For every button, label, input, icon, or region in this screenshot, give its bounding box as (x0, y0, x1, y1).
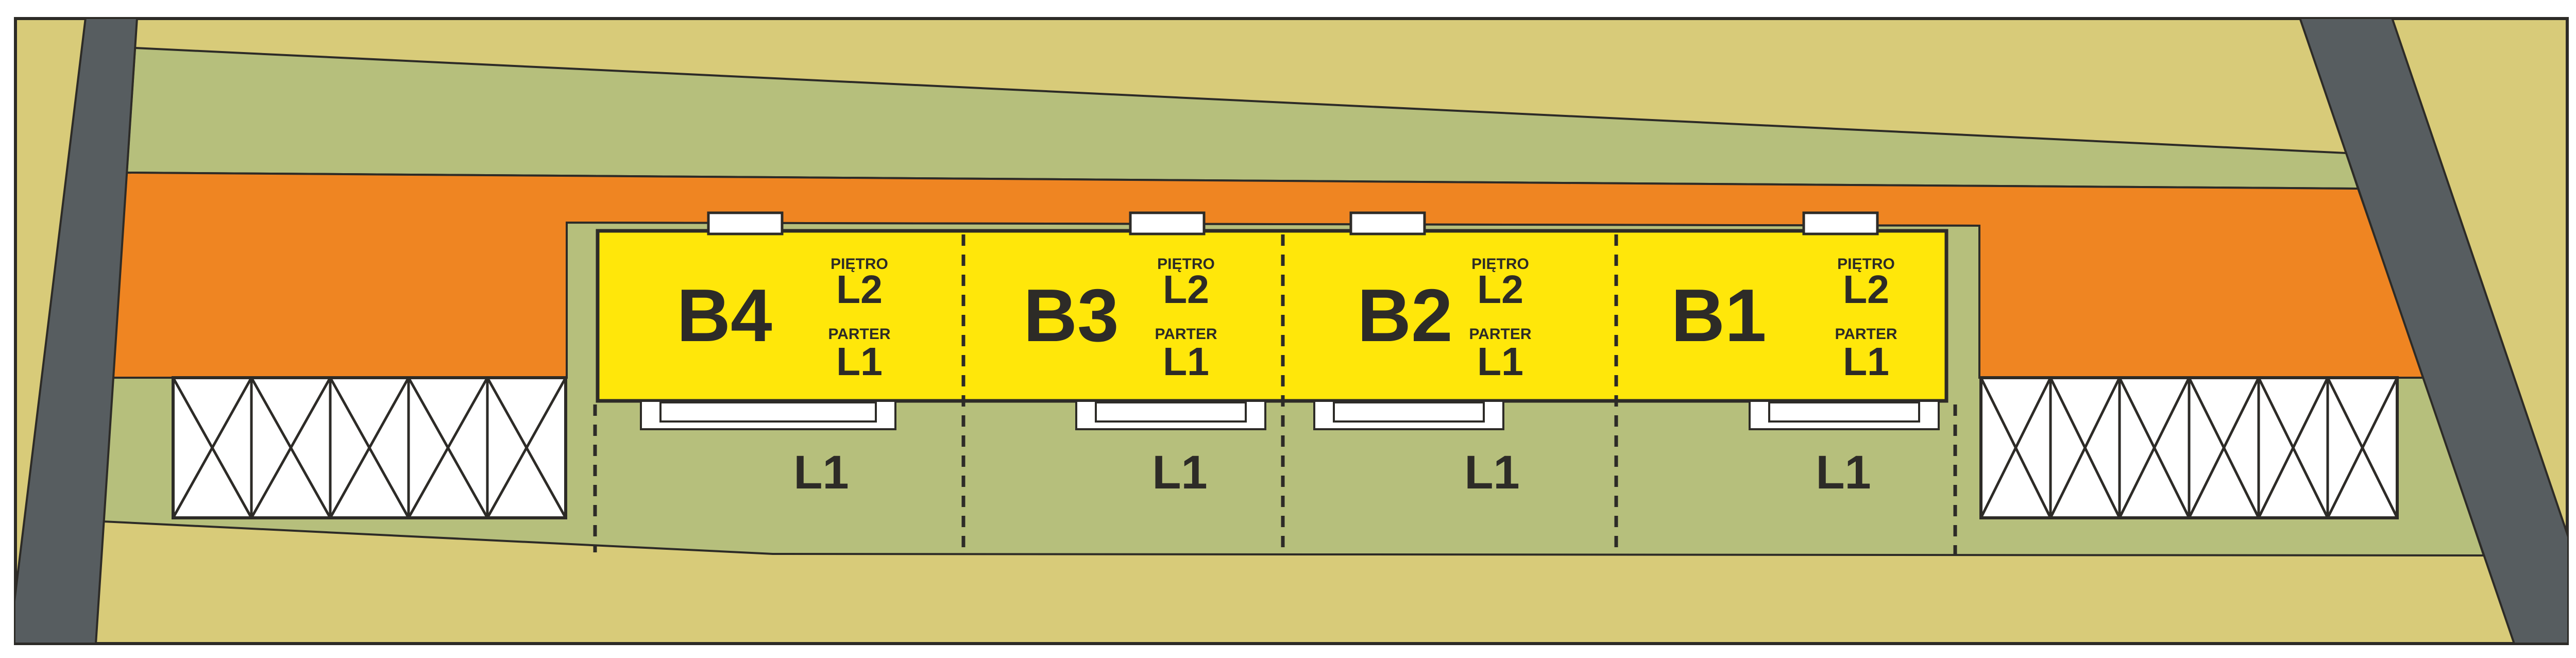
b1-floor-upper-caption: PIĘTRO (1837, 256, 1895, 273)
hatch-x-line (172, 377, 253, 519)
hatch-x-line (2118, 377, 2191, 519)
b2-garden-label: L1 (1464, 446, 1519, 499)
building-b3-name: B3 (1023, 274, 1118, 357)
b4-floor-upper-code: L2 (836, 267, 883, 312)
building-segment-b3[interactable] (963, 231, 1283, 401)
building-segment-b1[interactable] (1616, 231, 1946, 401)
b1-garden-label: L1 (1816, 446, 1871, 499)
terrace-b1-inner (1768, 401, 1920, 423)
road-right (2299, 19, 2567, 644)
entrance-b2 (1349, 211, 1426, 235)
terraces (640, 400, 1940, 430)
b2-floor-upper-code: L2 (1477, 267, 1523, 312)
entrance-b3 (1129, 211, 1206, 235)
terrace-b3-inner (1095, 401, 1247, 423)
b1-floor-lower-caption: PARTER (1835, 326, 1897, 343)
building-b1-name: B1 (1671, 274, 1766, 357)
building-strip (596, 229, 1948, 403)
hatch-x-line (407, 377, 489, 519)
entrance-b4 (707, 211, 784, 235)
parking-hatch-lines (172, 377, 567, 519)
hatch-x-line (2188, 377, 2260, 519)
building-segment-b4[interactable] (598, 231, 963, 401)
hatch-x-line (329, 377, 410, 519)
roof-entrances (707, 211, 1879, 235)
b2-floor-lower-code: L1 (1477, 340, 1523, 384)
hatch-x-line (486, 377, 567, 519)
b3-garden-label: L1 (1152, 446, 1207, 499)
b2-floor-lower-caption: PARTER (1469, 326, 1531, 343)
hatch-x-line (250, 377, 332, 519)
b4-floor-upper-caption: PIĘTRO (831, 256, 888, 273)
building-b4-name: B4 (676, 274, 772, 357)
terrace-b4-inner (659, 401, 877, 423)
b4-garden-label: L1 (793, 446, 849, 499)
b4-floor-lower-caption: PARTER (828, 326, 890, 343)
parking-hatched-right (1979, 376, 2399, 519)
building-b2-name: B2 (1357, 274, 1452, 357)
parking-hatch-lines (1979, 377, 2399, 519)
hatch-x-line (2326, 377, 2399, 519)
hatch-x-line (2257, 377, 2329, 519)
road-left (15, 19, 138, 644)
b3-floor-upper-caption: PIĘTRO (1157, 256, 1215, 273)
plot-divider-lines (593, 234, 1957, 555)
b3-floor-lower-caption: PARTER (1155, 326, 1217, 343)
terrace-b2-inner (1333, 401, 1485, 423)
b2-floor-upper-caption: PIĘTRO (1471, 256, 1529, 273)
b4-floor-lower-code: L1 (836, 340, 883, 384)
b3-floor-lower-code: L1 (1163, 340, 1209, 384)
entrance-b1 (1802, 211, 1879, 235)
b1-floor-upper-code: L2 (1843, 267, 1889, 312)
hatch-x-line (1979, 377, 2052, 519)
b1-floor-lower-code: L1 (1843, 340, 1889, 384)
hatch-x-line (2049, 377, 2121, 519)
b3-floor-upper-code: L2 (1163, 267, 1209, 312)
parking-hatched-left (172, 376, 567, 519)
